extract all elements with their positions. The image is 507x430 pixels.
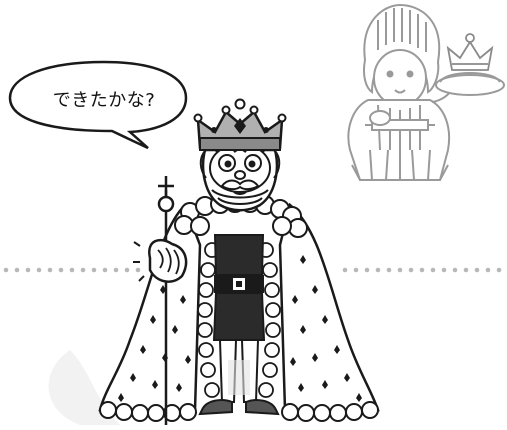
speech-bubble-icon [8, 60, 188, 150]
king-face [199, 143, 281, 212]
scepter-icon [157, 176, 175, 425]
dotted-divider-left [3, 267, 141, 273]
king-robe [98, 202, 380, 422]
pillow-crown-icon [446, 33, 494, 71]
dotted-divider-right [342, 267, 502, 273]
servant-icon [347, 3, 505, 181]
king-tunic [198, 234, 280, 416]
king-hand [133, 238, 188, 283]
speech-bubble-text: できたかな? [52, 90, 156, 111]
crown-icon [193, 98, 287, 151]
